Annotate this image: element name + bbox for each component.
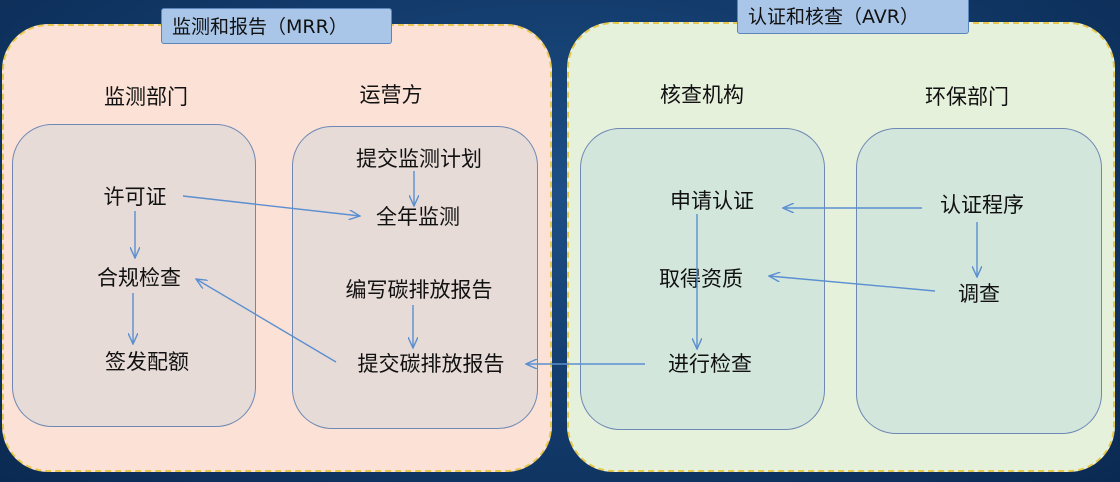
avr-section-title: 认证和核查（AVR） xyxy=(737,0,969,34)
monitor-dept-box xyxy=(12,124,256,427)
node-submit-emission-report: 提交碳排放报告 xyxy=(357,352,505,376)
node-obtain-qualification: 取得资质 xyxy=(659,267,743,291)
node-annual-monitoring: 全年监测 xyxy=(376,205,460,229)
node-issue-allowance: 签发配额 xyxy=(105,350,189,374)
operator-box xyxy=(292,126,538,429)
operator-heading: 运营方 xyxy=(359,83,423,107)
node-investigation: 调查 xyxy=(958,282,1000,306)
node-compliance-check: 合规检查 xyxy=(97,266,181,290)
node-write-emission-report: 编写碳排放报告 xyxy=(345,278,493,302)
monitor-dept-heading: 监测部门 xyxy=(104,85,188,109)
node-permit: 许可证 xyxy=(103,185,167,209)
node-accreditation-procedure: 认证程序 xyxy=(940,193,1024,217)
node-conduct-inspection: 进行检查 xyxy=(668,352,752,376)
env-dept-heading: 环保部门 xyxy=(925,85,1009,109)
node-apply-accreditation: 申请认证 xyxy=(670,189,754,213)
mrr-section-title: 监测和报告（MRR） xyxy=(161,8,392,44)
node-submit-monitoring-plan: 提交监测计划 xyxy=(356,147,482,171)
verifier-heading: 核查机构 xyxy=(660,83,744,107)
